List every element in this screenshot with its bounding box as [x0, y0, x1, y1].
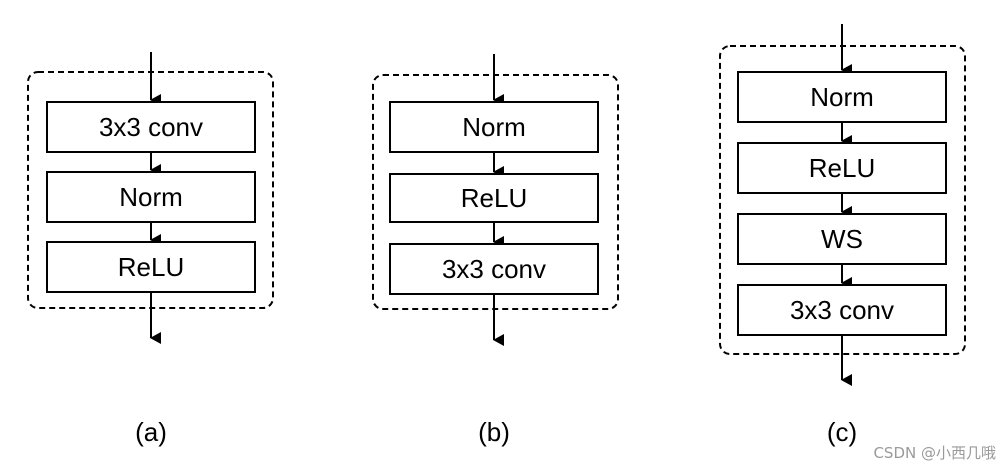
block-b-2-label: 3x3 conv — [442, 254, 546, 284]
block-a-1-label: Norm — [119, 182, 183, 212]
dashed-container-b — [372, 74, 619, 310]
block-c-2-label: WS — [821, 224, 863, 254]
block-a-2-label: ReLU — [118, 252, 184, 282]
block-b-1 — [389, 173, 599, 223]
block-a-0-label: 3x3 conv — [99, 112, 203, 142]
block-a-1 — [46, 171, 256, 223]
block-a-2 — [46, 241, 256, 293]
csdn-watermark: CSDN @小西几哦 — [873, 444, 996, 462]
caption-a: (a) — [135, 417, 167, 447]
block-b-2 — [389, 243, 599, 295]
diagram-c: Norm ReLU WS 3x3 conv (c) — [719, 24, 966, 447]
block-c-3-label: 3x3 conv — [790, 295, 894, 325]
diagram-a: 3x3 conv Norm ReLU (a) — [27, 52, 274, 447]
block-a-0 — [46, 101, 256, 153]
caption-b: (b) — [478, 417, 510, 447]
caption-c: (c) — [827, 417, 857, 447]
block-b-1-label: ReLU — [461, 183, 527, 213]
block-c-0 — [737, 71, 947, 123]
block-b-0 — [389, 101, 599, 153]
block-b-0-label: Norm — [462, 112, 526, 142]
block-c-0-label: Norm — [810, 82, 874, 112]
diagram-b: Norm ReLU 3x3 conv (b) — [372, 54, 619, 447]
block-c-1-label: ReLU — [809, 153, 875, 183]
